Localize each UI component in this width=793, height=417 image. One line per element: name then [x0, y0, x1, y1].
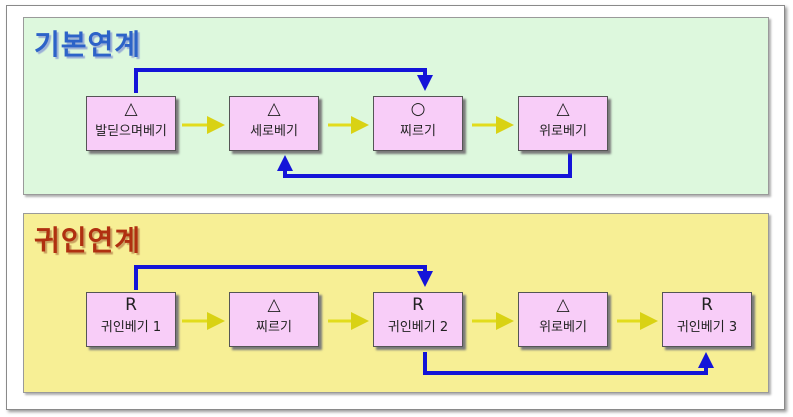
- node-label: 귀인베기 3: [676, 320, 738, 335]
- basic-combo-title: 기본연계: [34, 28, 142, 61]
- node-label: 위로베기: [539, 320, 587, 335]
- link-arrow: [134, 265, 433, 290]
- triangle-symbol: △: [267, 295, 281, 315]
- link-arrow: [277, 153, 572, 178]
- node-guin-begi-1: R 귀인베기 1: [86, 292, 176, 347]
- node-guin-begi-3: R 귀인베기 3: [662, 292, 752, 347]
- link-arrow: [134, 68, 433, 93]
- guin-combo-title: 귀인연계: [34, 224, 142, 257]
- r-button-symbol: R: [125, 295, 137, 315]
- triangle-symbol: △: [556, 99, 570, 119]
- node-wiro-begi: △ 위로베기: [518, 292, 608, 347]
- node-label: 찌르기: [400, 124, 436, 139]
- node-label: 발딛으며베기: [95, 124, 167, 139]
- node-balditeumyeo-begi: △ 발딛으며베기: [86, 96, 176, 151]
- triangle-symbol: △: [124, 99, 138, 119]
- circle-symbol: ○: [410, 99, 426, 119]
- node-label: 찌르기: [256, 320, 292, 335]
- triangle-symbol: △: [267, 99, 281, 119]
- node-guin-begi-2: R 귀인베기 2: [373, 292, 463, 347]
- r-button-symbol: R: [701, 295, 713, 315]
- triangle-symbol: △: [556, 295, 570, 315]
- node-jjireugi: △ 찌르기: [229, 292, 319, 347]
- r-button-symbol: R: [412, 295, 424, 315]
- node-label: 위로베기: [539, 124, 587, 139]
- node-jjireugi: ○ 찌르기: [373, 96, 463, 151]
- link-arrow: [423, 352, 714, 375]
- node-label: 귀인베기 2: [387, 320, 449, 335]
- node-label: 귀인베기 1: [100, 320, 162, 335]
- node-label: 세로베기: [250, 124, 298, 139]
- node-wiro-begi: △ 위로베기: [518, 96, 608, 151]
- node-sero-begi: △ 세로베기: [229, 96, 319, 151]
